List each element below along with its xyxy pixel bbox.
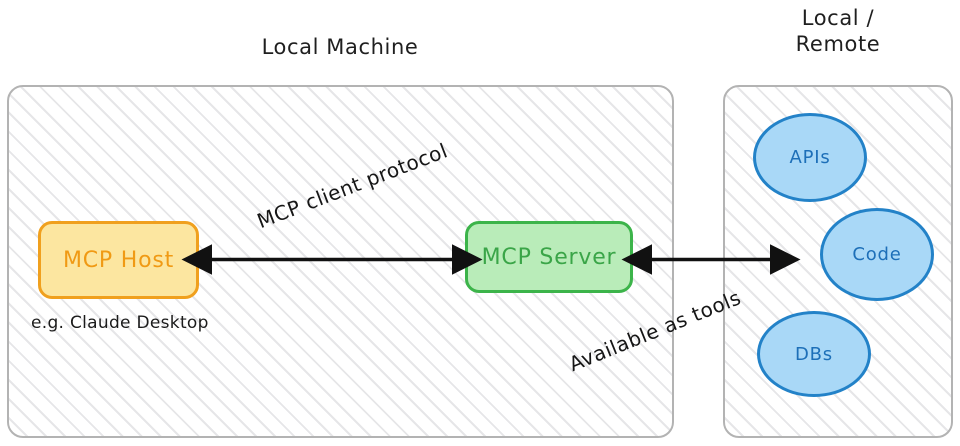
node-mcp-host[interactable]: MCP Host	[38, 221, 199, 299]
node-apis[interactable]: APIs	[753, 113, 867, 202]
node-dbs[interactable]: DBs	[757, 311, 871, 397]
panel-title-local-remote: Local / Remote	[795, 6, 881, 57]
node-code[interactable]: Code	[820, 208, 934, 301]
node-mcp-server[interactable]: MCP Server	[465, 221, 633, 293]
panel-title-local-machine: Local Machine	[261, 35, 419, 59]
caption-mcp-host: e.g. Claude Desktop	[31, 313, 209, 333]
